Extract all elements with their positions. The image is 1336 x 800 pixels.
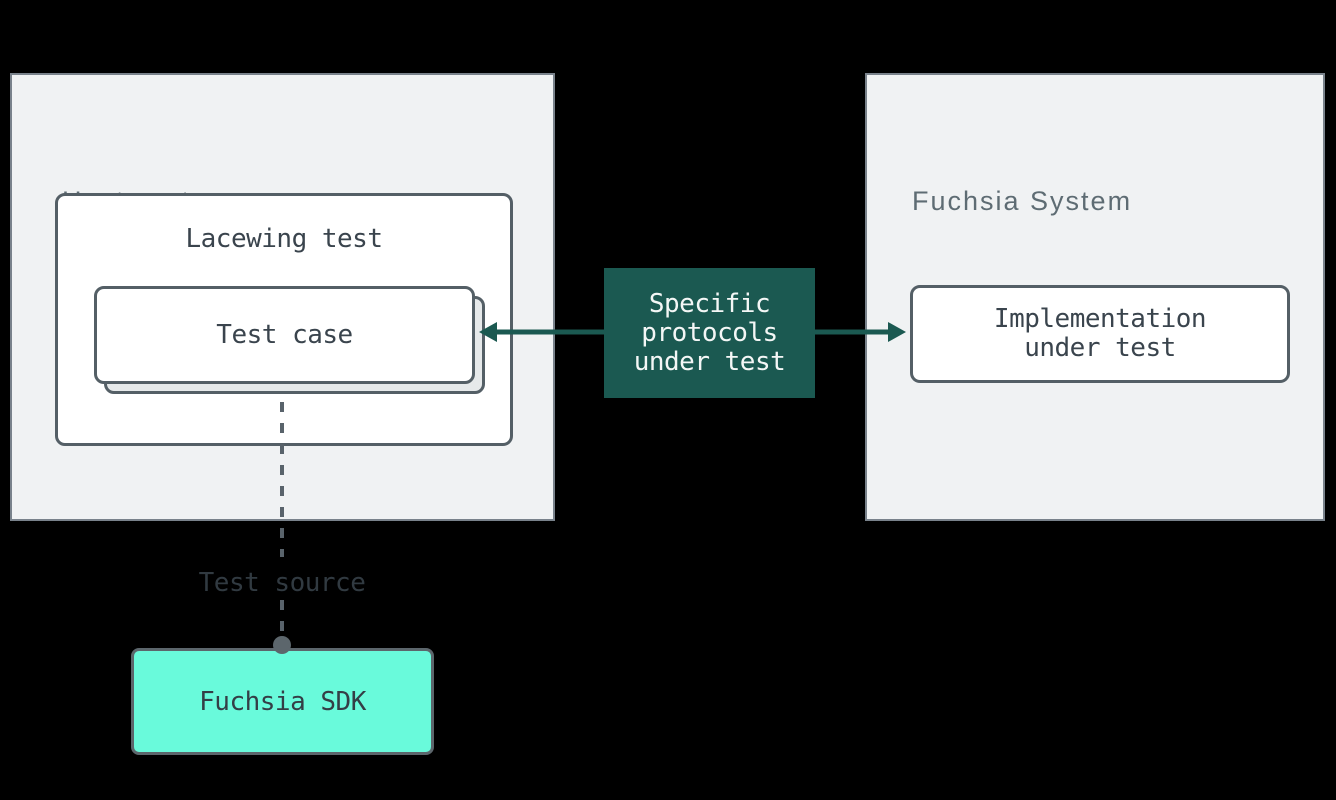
- specific-protocols-label: Specific protocols under test: [633, 288, 786, 377]
- lacewing-test-box: Lacewing test Test case: [55, 193, 513, 446]
- fuchsia-system-panel: Fuchsia System Implementation under test: [865, 73, 1325, 521]
- host-system-panel: Host system Lacewing test Test case: [10, 73, 555, 521]
- fuchsia-system-title: Fuchsia System: [912, 186, 1133, 216]
- lacewing-test-title: Lacewing test: [185, 224, 384, 254]
- fuchsia-sdk-box: Fuchsia SDK: [131, 648, 434, 755]
- test-source-label: Test source: [198, 568, 366, 598]
- test-case-label: Test case: [216, 320, 353, 350]
- fuchsia-sdk-label: Fuchsia SDK: [199, 686, 366, 717]
- test-case-box: Test case: [94, 286, 475, 384]
- implementation-under-test-label: Implementation under test: [993, 304, 1207, 363]
- specific-protocols-box: Specific protocols under test: [604, 268, 815, 398]
- implementation-under-test-box: Implementation under test: [910, 285, 1290, 383]
